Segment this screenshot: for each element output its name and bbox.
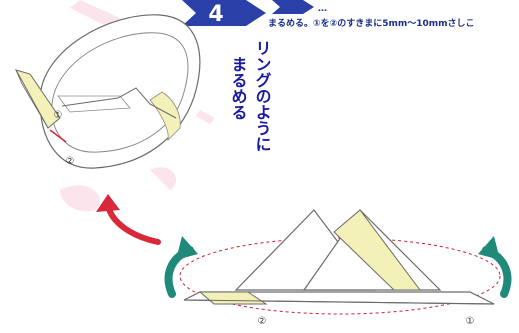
instruction-line: まるめる。①を②のすきまに5mm〜10mmさしこ [268, 18, 475, 29]
teal-arrow-left [164, 236, 198, 298]
caption-right-text: リングのように [253, 40, 272, 152]
background-smudges [60, 0, 215, 212]
flat-strip-illustration: ② ① [179, 209, 501, 327]
ring-label-2: ② [66, 156, 75, 167]
caption-ring-youni: リングのように [253, 40, 272, 152]
caption-left-text: まるめる [229, 56, 248, 120]
caption-marumeru: まるめる [229, 56, 248, 120]
secondary-badge [272, 0, 314, 14]
strip-label-2: ② [258, 316, 267, 327]
teal-arrow-right [478, 236, 512, 298]
strip-label-1: ① [466, 316, 475, 327]
step-badge: 4 [182, 0, 266, 27]
instruction-top: … [318, 4, 327, 14]
step-number: 4 [208, 2, 223, 27]
ring-label-1: ① [54, 110, 63, 121]
red-curve-arrow [96, 194, 161, 245]
ring-illustration: ① ② [14, 14, 201, 169]
